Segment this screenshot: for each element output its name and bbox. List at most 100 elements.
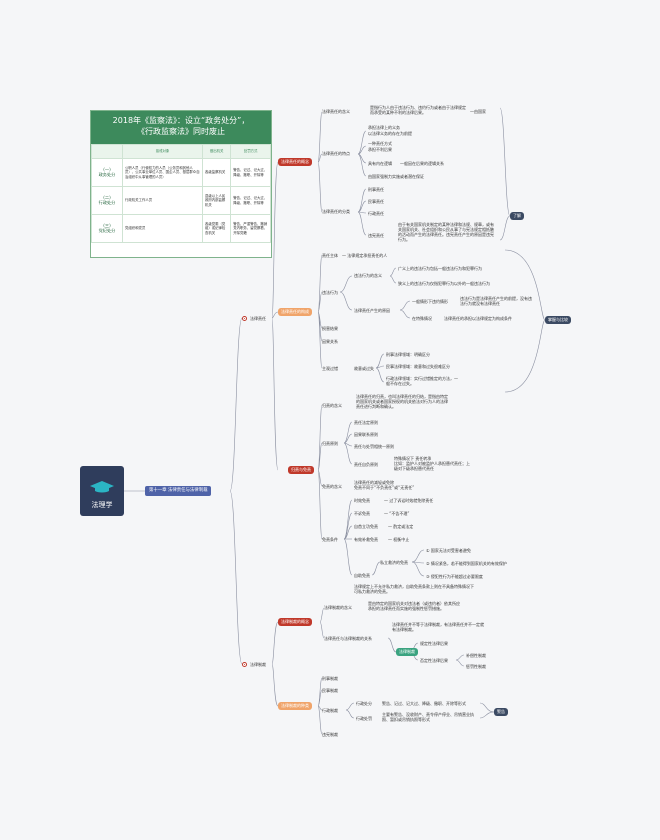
exempt-item: 不诉免责 [354,511,370,516]
node-fault-group[interactable]: 故意或过失 [354,366,374,371]
table-header [91,144,123,159]
relation-b1: 补偿性制裁 [466,653,486,658]
fault-item: 民事法律领域：故意和过失很难区分 [386,364,450,369]
supervision-law-table: 2018年《监察法》：设立“政务处分”， 《行政监察法》同时废止 惩戒对象 做出… [90,110,272,258]
node-determination-meaning[interactable]: 归责的含义 [322,403,342,408]
graduation-cap-icon [90,481,114,493]
exempt-item: 自首立功免责 [354,524,378,529]
principle-item: 责任法定原则 [354,420,378,425]
sanction-type-item[interactable]: 刑事制裁 [322,676,338,681]
pill-master[interactable]: 掌握与比较 [545,316,571,324]
principle-item: 责任与处罚相统一原则 [354,444,394,449]
self-help-label: 私立救济的免责 [380,560,408,565]
exempt-note: 一 “不告不理” [384,511,410,516]
admin-b-label: 行政处罚 [356,716,372,721]
row-heading: (三) 党纪处分 [91,214,123,243]
node-types[interactable]: 法律责任的分类 [322,209,350,214]
branch-legal-sanction[interactable]: 法律制裁 [250,662,266,667]
node-causal[interactable]: 因果关系 [322,339,338,344]
pill-legal-sanction[interactable]: 法律制裁 [396,648,418,656]
table-cell: 警告、严重警告、撤销党内职务、留党察看、开除党籍 [230,214,271,243]
table-title-line1: 2018年《监察法》：设立“政务处分”， [112,116,250,125]
row-heading: (二) 行政处分 [91,186,123,215]
table-cell: 公职人员（行使权力的人员（公务员和其他人员）、公共事业单位人员、国企人员、基层群… [122,158,203,187]
pill-sanction-concept[interactable]: 法律制裁的概念 [278,618,312,626]
table-cell: 各级党委（党组）或纪律检查机关 [201,214,232,243]
exempt-meaning-text: 法律责任的减轻或免除 免责不同于“不负责任”或“无责任” [354,480,415,490]
node-meaning[interactable]: 法律责任的含义 [322,109,350,114]
type-item: 民事责任 [368,199,384,204]
node-subject-text: 一 法律规定承担责任的人 [342,253,388,258]
feature-item: 以法律义务的存在为前提 [368,131,412,136]
self-help-note: ① 国家无法对受害者避免 [426,548,471,553]
sanction-type-item[interactable]: 行政制裁 [322,708,338,713]
feature-item: 一种责任方式 [368,141,392,146]
exempt-item: 时效免责 [354,498,370,503]
node-relation[interactable]: 法律责任与法律制裁的关系 [324,636,372,641]
breach-b: 在特殊情况 [412,316,432,321]
node-subject[interactable]: 责任主体 [322,253,338,258]
admin-a-label: 行政处分 [356,701,372,706]
sanction-type-item[interactable]: 违宪制裁 [322,732,338,737]
node-principles[interactable]: 归责原则 [322,441,338,446]
principle-item: 因果联系原则 [354,432,378,437]
relation-text: 法律责任并不等于法律制裁，有法律责任并不一定就有法律制裁。 [392,622,484,632]
node-features[interactable]: 法律责任的特点 [322,151,350,156]
exempt-item: 有效补救免责 [354,537,378,542]
relation-b: 否定性法律后果 [420,658,448,663]
exempt-item: 自助免责 [354,573,370,578]
node-illegal[interactable]: 违法行为 [322,290,338,295]
node-fault[interactable]: 主观过错 [322,366,338,371]
table-title-line2: 《行政监察法》同时废止 [137,127,225,136]
table-row: (二) 行政处分 行政机关工作人员 县级以上人民政府内部监察机关 警告、记过、记… [91,186,271,215]
collapse-dot-icon[interactable] [242,662,247,667]
central-topic[interactable]: 法理学 [80,466,124,516]
pill-constitution[interactable]: 法律责任的构成 [278,308,312,316]
feature-item: 一般因在后果的逻辑关系 [400,161,444,166]
exempt-note: 一 过了诉讼时效就免除责任 [384,498,434,503]
exempt-note: 一 权衡中止 [388,537,410,542]
table-cell: 县级以上人民政府内部监察机关 [201,186,232,215]
table-header: 做出机关 [201,144,232,159]
table-cell: 警告、记过、记大过、降级、撤职、开除等 [230,158,271,187]
feature-item: 由国家强制力实施或者潜在保证 [368,174,424,179]
pill-warning[interactable]: 警告 [494,708,508,716]
node-meaning-text: 是指行为人由于违法行为、违约行为或者由于法律规定而承受的某种不利的法律后果。 [370,105,466,115]
admin-a-text: 警告、记过、记大过、降级、撤职、开除等形式 [382,701,466,706]
node-sanction-meaning[interactable]: 法律制裁的含义 [324,605,352,610]
node-exempt-conditions[interactable]: 免责条件 [322,537,338,542]
breach-a: 一般情形下违约情形 [412,299,448,304]
table-cell: 警告、记过、记大过、降级、撤职、开除等 [230,186,271,215]
node-damage[interactable]: 损害结果 [322,326,338,331]
row-heading: (一) 政务处分 [91,158,123,187]
illegal-a: 广义上的违法行为包括一般违法行为和犯罪行为 [398,266,482,271]
node-breach[interactable]: 法律责任产生的原因 [354,308,390,313]
node-illegal-meaning[interactable]: 违法行为的含义 [354,273,382,278]
breach-b-text: 法律责任的承担以法律规定为构成条件 [444,316,512,321]
table-cell: 行政机关工作人员 [122,186,203,215]
table-cell: 党组织和党员 [122,214,203,243]
node-meaning-note: 一由国家 [470,109,486,114]
self-help-note: ② 情况紧急，若不能得到国家机关的有效保护 [426,561,507,566]
collapse-dot-icon[interactable] [242,316,247,321]
type-item: 行政责任 [368,211,384,216]
table-cell: 各级监察机关 [201,158,232,187]
fault-item: 行政法律领域：实行过错推定的方法，一般不存在过失。 [386,376,458,386]
pill-understand[interactable]: 了解 [510,212,524,220]
relation-a: 规定性法律后果 [420,641,448,646]
sanction-type-item[interactable]: 民事制裁 [322,688,338,693]
chapter-node[interactable]: 第十一章 法律责任与法律制裁 [145,486,212,496]
table-row: (一) 政务处分 公职人员（行使权力的人员（公务员和其他人员）、公共事业单位人员… [91,158,271,187]
exempt-note: 一 酌定或法定 [388,524,414,529]
pill-concept[interactable]: 法律责任的概念 [278,158,312,166]
branch-legal-liability[interactable]: 法律责任 [250,316,266,321]
pill-sanction-types[interactable]: 法律制裁的种类 [278,702,312,710]
principle-self-text: 特殊情况下 责任转承 比如：监护人对被监护人承担替代责任；上级对下级承担替代责任 [394,456,470,471]
determination-meaning-text: 法律责任的归责，也叫法律责任的归结，是指由特定的国家机关或者国家授权的机关依法对… [356,394,448,409]
self-help-note: ③ 侵犯性行为不能超过必要限度 [426,574,483,579]
table-header: 处罚方式 [230,144,271,159]
pill-determination[interactable]: 归责与免责 [288,466,314,474]
type-note: 由于有关国家机关制定的某种法律和法规、规章，或有关国家机关、社会组织和公民从事了… [398,222,494,242]
node-exempt-meaning[interactable]: 免责的含义 [322,484,342,489]
punishment-table: 惩戒对象 做出机关 处罚方式 (一) 政务处分 公职人员（行使权力的人员（公务员… [91,144,271,243]
